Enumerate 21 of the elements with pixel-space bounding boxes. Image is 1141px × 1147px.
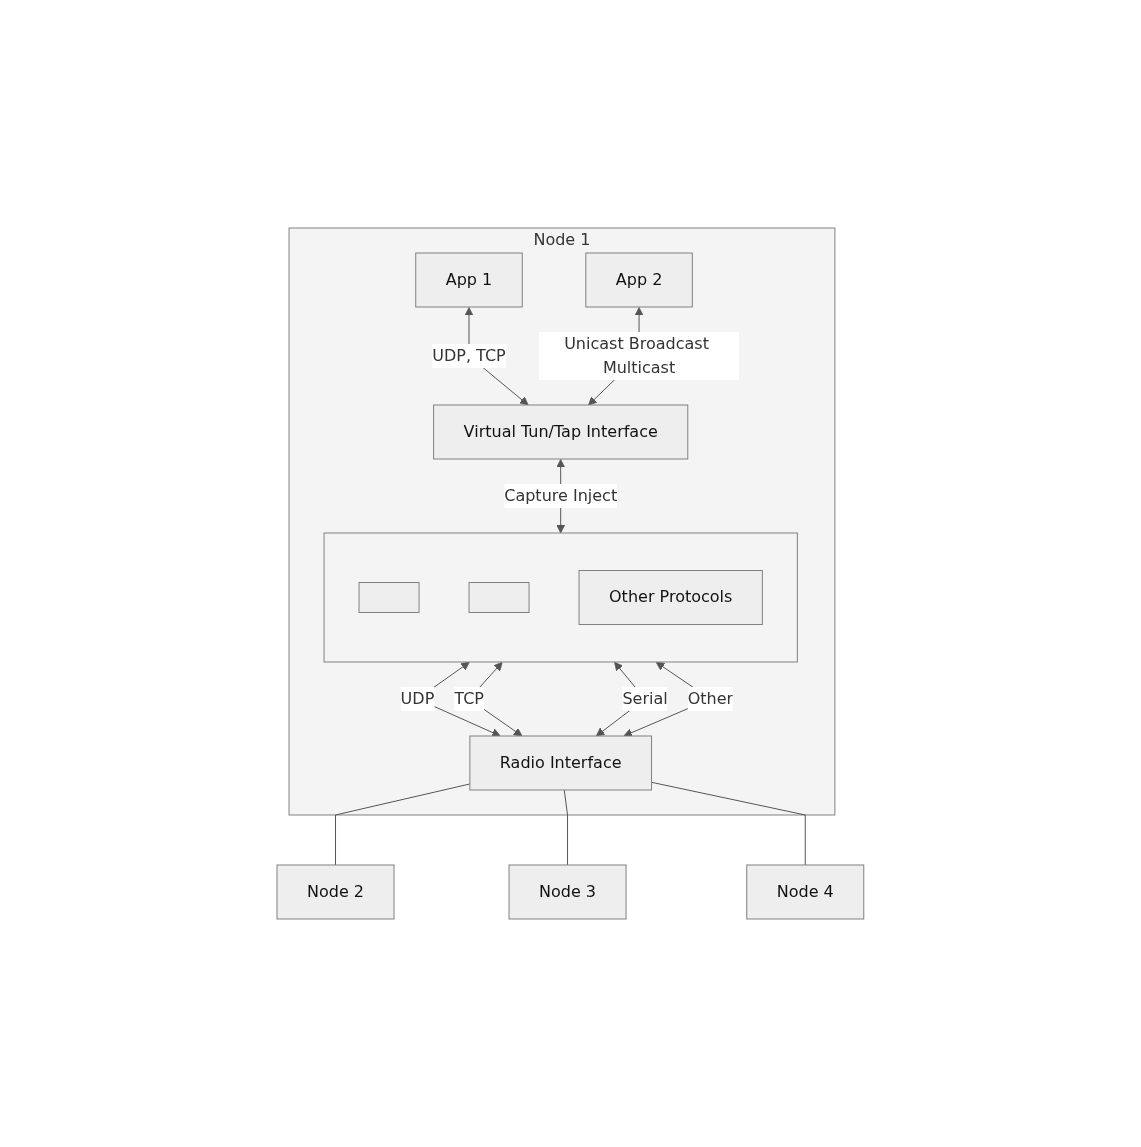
node-box: App 1 (415, 252, 523, 308)
connector (563, 789, 569, 866)
edge-label: Serial (622, 688, 668, 708)
node-box: Radio Interface (469, 735, 653, 791)
edge-label: TCP (454, 688, 485, 708)
node-box: Node 2 (276, 864, 395, 920)
node-box: Node 4 (746, 864, 865, 920)
edge-label: Unicast Broadcast Multicast (564, 334, 710, 377)
node-box (358, 582, 420, 613)
node-box: Other Protocols (578, 570, 763, 625)
node-box: Virtual Tun/Tap Interface (433, 404, 689, 460)
edge-label: Capture Inject (504, 485, 618, 505)
connector (335, 783, 471, 866)
node-box: Node 3 (508, 864, 627, 920)
node-box (468, 582, 530, 613)
cluster (323, 532, 798, 663)
edge-label: UDP (400, 688, 435, 708)
node-box: App 2 (585, 252, 693, 308)
edge-label: UDP, TCP (432, 346, 506, 365)
edge-label: Other (687, 688, 734, 708)
connector (651, 781, 806, 866)
